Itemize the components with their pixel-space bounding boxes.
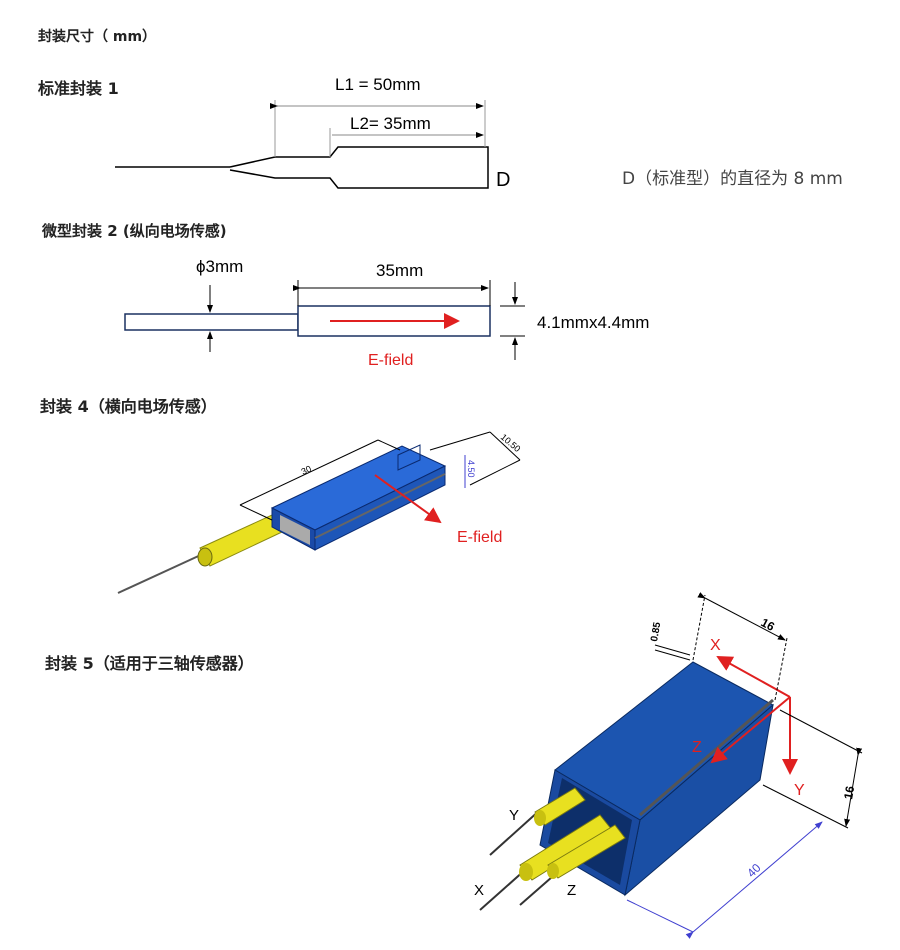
axis-z-label: Z [692, 739, 702, 756]
page-title: 封装尺寸（ mm） [38, 29, 157, 45]
lead-y-label: Y [509, 807, 519, 824]
pkg2-length-label: 35mm [376, 261, 423, 280]
axis-x-label: X [710, 637, 721, 654]
pkg2-heading: 微型封装 2 (纵向电场传感) [42, 222, 227, 240]
lead-z-label: Z [567, 882, 576, 899]
pkg5-wall-dim: 0.85 [649, 621, 663, 643]
pkg1-l2-label: L2= 35mm [350, 114, 431, 133]
pkg5-height-dim: 16 [841, 785, 857, 801]
pkg2-efield-label: E-field [368, 352, 413, 369]
pkg1-heading: 标准封装 1 [38, 79, 119, 98]
pkg5-drawing: 16 16 0.85 40 X Y Z Y X Z [474, 592, 863, 939]
pkg5-length-dim: 40 [744, 861, 764, 881]
pkg1-l1-label: L1 = 50mm [335, 75, 421, 94]
pkg2-diameter-label: ϕ3mm [196, 257, 243, 276]
pkg1-d-label: D [496, 169, 510, 191]
pkg2-cross-label: 4.1mmx4.4mm [537, 313, 649, 332]
axis-y-label: Y [794, 782, 805, 799]
pkg2-drawing: ϕ3mm 35mm 4.1mmx4.4mm E-field [124, 257, 649, 369]
pkg5-heading: 封装 5（适用于三轴传感器） [45, 654, 254, 673]
pkg4-heading: 封装 4（横向电场传感） [40, 397, 217, 416]
pkg1-diameter-note: D（标准型）的直径为 8 mm [622, 169, 843, 189]
pkg4-height-dim: 4.50 [466, 460, 476, 478]
pkg5-width-dim: 16 [759, 615, 778, 634]
pkg4-efield-label: E-field [457, 529, 502, 546]
pkg4-length-dim: 30 [300, 464, 313, 477]
pkg4-drawing: 30 10.50 4.50 E-field [117, 431, 522, 594]
lead-x-label: X [474, 882, 484, 899]
pkg1-drawing: L1 = 50mm L2= 35mm D [115, 75, 510, 191]
